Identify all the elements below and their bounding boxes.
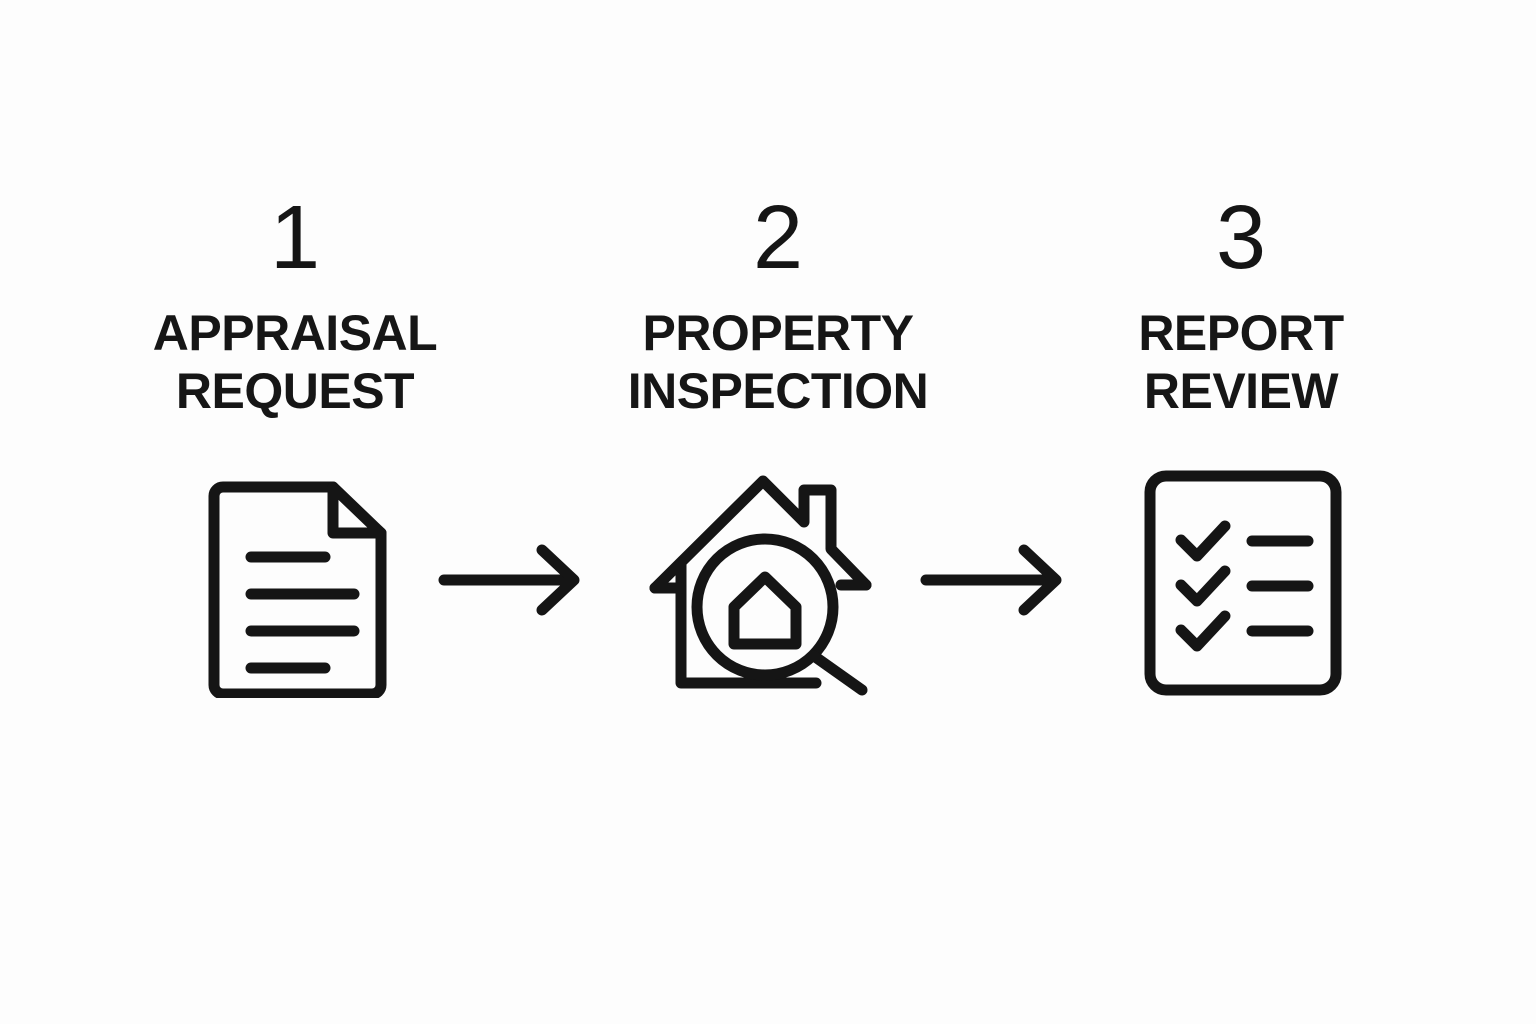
step-number-2: 2 xyxy=(752,188,804,288)
step-number-3: 3 xyxy=(1215,188,1267,288)
step-number-1: 1 xyxy=(269,188,321,288)
document-lines-icon xyxy=(203,468,393,698)
step-label-3: REPORT REVIEW xyxy=(1138,305,1344,419)
arrow-right-icon-2 xyxy=(918,540,1068,620)
house-magnifier-icon xyxy=(648,468,880,698)
process-step-3: 3 REPORT REVIEW xyxy=(1071,190,1411,420)
process-step-2: 2 PROPERTY INSPECTION xyxy=(608,190,948,420)
checklist-icon xyxy=(1142,468,1344,698)
step-label-2: PROPERTY INSPECTION xyxy=(627,305,929,419)
arrow-right-icon-1 xyxy=(436,540,586,620)
process-step-1: 1 APPRAISAL REQUEST xyxy=(125,190,465,420)
step-label-1: APPRAISAL REQUEST xyxy=(152,305,438,419)
